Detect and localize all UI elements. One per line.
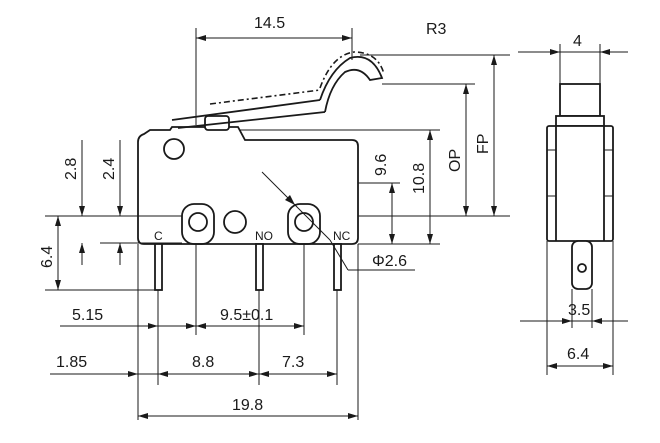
dimension-label-9-5: 9.5±0.1 (220, 307, 273, 324)
lever-arm-inner (177, 111, 326, 129)
dimension-label-9-6: 9.6 (373, 154, 390, 176)
hole-diameter-leader (261, 171, 415, 271)
dimension-label-2-8: 2.8 (63, 158, 80, 180)
terminal-label-nc: NC (333, 229, 351, 243)
radius-label: R3 (426, 21, 447, 38)
terminal-pin-nc (333, 243, 342, 291)
dimension-label-4: 4 (573, 33, 582, 50)
terminal-label-c: C (154, 229, 163, 243)
dimension-label-fp: FP (475, 134, 492, 154)
side-dimension-lines (518, 44, 628, 375)
small-hole (163, 138, 185, 160)
dimension-label-19-8: 19.8 (232, 397, 263, 414)
side-terminal (571, 240, 593, 290)
dimension-label-3-5: 3.5 (568, 302, 590, 319)
dimension-label-8-8: 8.8 (192, 354, 214, 371)
center-hole (223, 210, 247, 234)
mounting-hole-c (181, 203, 215, 245)
lever-arm (171, 99, 321, 121)
dimension-label-2-4: 2.4 (101, 158, 118, 180)
dimension-label-6-4-right: 6.4 (567, 346, 589, 363)
hole-diameter-label: Φ2.6 (372, 253, 407, 270)
dimension-label-op: OP (447, 149, 464, 172)
switch-front-view: C NO NC (137, 51, 385, 291)
terminal-pin-no (255, 243, 264, 291)
lever-operated-position (209, 89, 321, 105)
switch-body (137, 126, 359, 245)
lever-roller-arc (319, 51, 385, 89)
dimension-label-5-15: 5.15 (72, 307, 103, 324)
left-vertical-dimensions (45, 140, 182, 291)
terminal-label-no: NO (255, 229, 273, 243)
dimension-label-1-85: 1.85 (56, 354, 87, 371)
dimension-label-7-3: 7.3 (282, 354, 304, 371)
vertical-dimension-lines (240, 54, 510, 245)
bottom-dimension-lines (50, 244, 359, 420)
dimension-label-6-4-left: 6.4 (39, 246, 56, 268)
dimension-label-14-5: 14.5 (254, 15, 285, 32)
dimension-label-10-8: 10.8 (411, 163, 428, 194)
lever-hook (319, 56, 384, 113)
side-collar (555, 115, 605, 127)
side-actuator (559, 83, 601, 117)
switch-side-view (546, 83, 614, 290)
terminal-pin-c (154, 243, 163, 291)
dimension-14-5: 14.5 (195, 15, 353, 125)
side-terminal-hole (577, 263, 587, 273)
